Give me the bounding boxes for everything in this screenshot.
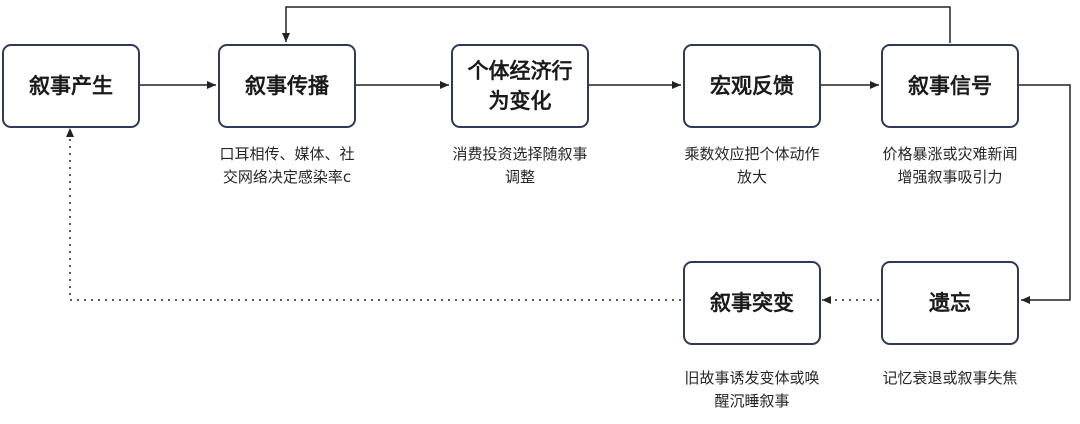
node-narrative-mutation: 叙事突变 (683, 261, 821, 345)
desc-spread: 口耳相传、媒体、社 交网络决定感染率c (219, 145, 355, 186)
desc-forgetting: 记忆衰退或叙事失焦 (882, 369, 1018, 387)
desc-behavior: 消费投资选择随叙事 调整 (452, 145, 588, 186)
node-narrative-emergence: 叙事产生 (2, 44, 140, 128)
node-macro-feedback: 宏观反馈 (683, 44, 821, 128)
node-forgetting: 遗忘 (881, 261, 1019, 345)
node-narrative-signal: 叙事信号 (881, 44, 1019, 128)
desc-signal: 价格暴涨或灾难新闻 增强叙事吸引力 (882, 145, 1018, 186)
desc-feedback: 乘数效应把个体动作 放大 (684, 145, 820, 186)
arrow-mutation-to-emergence (66, 128, 681, 301)
node-narrative-spread: 叙事传播 (218, 44, 356, 128)
arrow-signal-to-forgetting (1019, 84, 1071, 304)
desc-mutation: 旧故事诱发变体或唤 醒沉睡叙事 (684, 369, 820, 410)
node-behavior-change: 个体经济行 为变化 (451, 44, 589, 128)
arrow-signal-loop-to-spread (282, 6, 951, 43)
